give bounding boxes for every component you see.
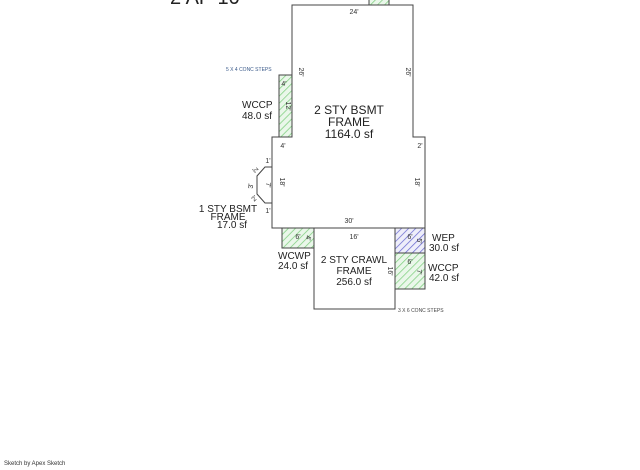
dim-wep-h: 5' xyxy=(415,238,422,243)
crawl-label-1: 2 STY CRAWL xyxy=(321,255,388,266)
dim-left-upper: 26' xyxy=(297,67,304,76)
dim-right-lower: 18' xyxy=(413,177,420,186)
bay-label-1: 1 STY BSMT xyxy=(199,204,257,215)
wep-area xyxy=(394,227,426,254)
dim-crawl-right: 16' xyxy=(386,266,393,275)
crawl-area-value: 256.0 sf xyxy=(336,277,372,288)
dim-wccp-right-w: 6' xyxy=(407,259,412,266)
dim-left-lower: 18' xyxy=(278,177,285,186)
dim-wcwp-w: 6' xyxy=(295,234,300,241)
dim-wccp-left-w: 4' xyxy=(281,81,286,88)
top-porch xyxy=(368,0,390,6)
wccp-right-area xyxy=(394,252,426,290)
wcwp-name: WCWP xyxy=(278,251,311,262)
bay-area-value: 17.0 sf xyxy=(217,220,247,231)
crawl-label-2: FRAME xyxy=(337,266,372,277)
bay-area-1-sty-bsmt xyxy=(256,166,273,204)
dim-top: 24' xyxy=(349,9,358,16)
dim-wccp-right-h: 7' xyxy=(415,269,422,274)
dim-bottom-main: 30' xyxy=(344,218,353,225)
steps-bottom-note: 3 X 6 CONC STEPS xyxy=(398,308,444,314)
dim-bay-bottom: 1' xyxy=(265,208,270,215)
wcwp-area xyxy=(281,227,315,249)
main-label-2: FRAME xyxy=(328,115,370,129)
bay-label-2: FRAME xyxy=(211,212,246,223)
sketch-title: 2 AP 10 xyxy=(170,0,240,9)
wccp-left-area xyxy=(278,74,293,138)
dim-bay-out: 3' xyxy=(248,183,255,188)
dim-wccp-left-h: 12' xyxy=(284,101,291,110)
dim-bay-in: 7' xyxy=(264,182,271,187)
wcwp-area-value: 24.0 sf xyxy=(278,261,308,272)
dim-crawl-top: 16' xyxy=(349,234,358,241)
wccp-right-area-value: 42.0 sf xyxy=(429,273,459,284)
dim-wcwp-h: 4' xyxy=(304,235,311,240)
dim-right-jog: 2' xyxy=(417,143,422,150)
dim-wep-w: 6' xyxy=(407,234,412,241)
wccp-right-name: WCCP xyxy=(428,263,459,274)
dim-left-jog: 4' xyxy=(280,143,285,150)
dim-right-upper: 26' xyxy=(404,67,411,76)
steps-top-note: 5 X 4 CONC STEPS xyxy=(226,67,272,73)
main-area-value: 1164.0 sf xyxy=(325,127,374,141)
dim-bay-top: 1' xyxy=(265,158,270,165)
wep-name: WEP xyxy=(432,233,455,244)
sketch-credit: Sketch by Apex Sketch xyxy=(4,461,66,467)
wccp-left-name: WCCP xyxy=(242,100,273,111)
dim-bay-diag-top: 2' xyxy=(252,165,261,174)
crawl-area xyxy=(313,227,396,310)
main-label-1: 2 STY BSMT xyxy=(314,103,384,117)
dim-bay-diag-bottom: 2' xyxy=(251,195,260,204)
wccp-left-area-value: 48.0 sf xyxy=(242,111,272,122)
wep-area-value: 30.0 sf xyxy=(429,243,459,254)
